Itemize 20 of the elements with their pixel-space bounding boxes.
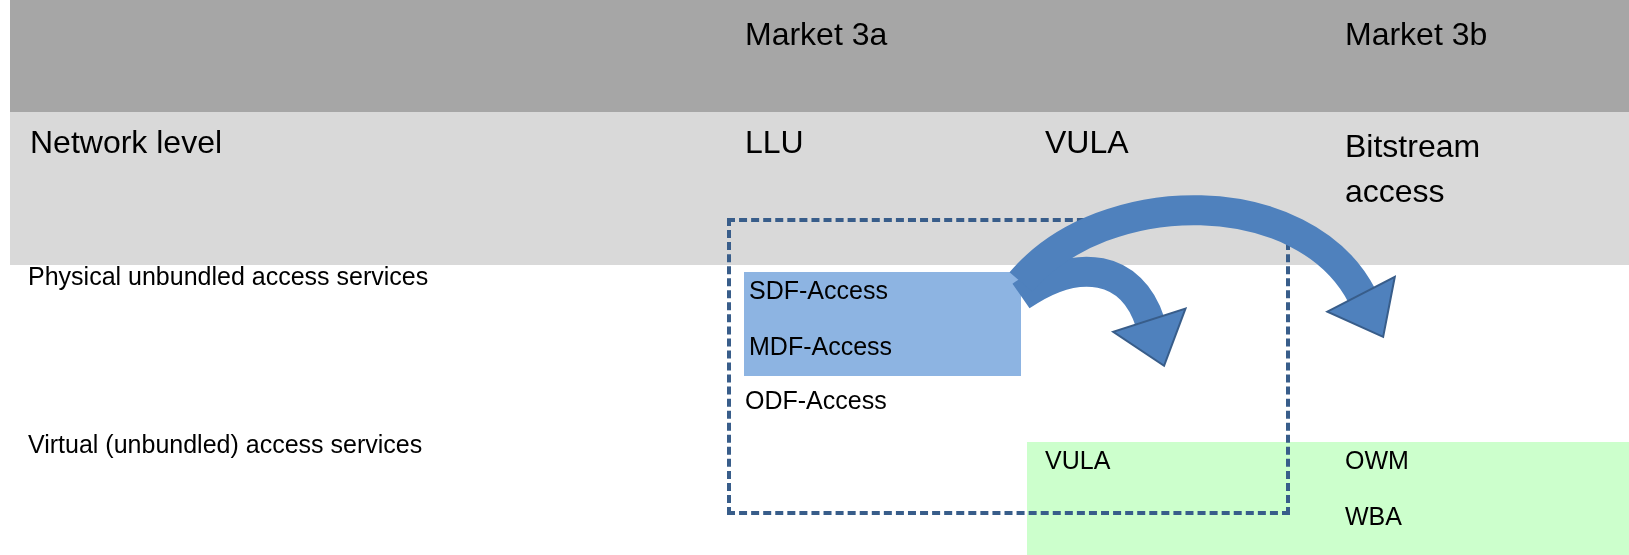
access-service-text: WBA [1345, 502, 1402, 531]
column-heading: VULA [1045, 124, 1129, 161]
column-heading: Market 3b [1345, 16, 1488, 53]
row-heading: Virtual (unbundled) access services [28, 430, 423, 459]
access-service-text: OWM [1345, 446, 1409, 475]
header-band [10, 112, 1629, 265]
highlight-box [1027, 442, 1629, 555]
row-heading: Physical unbundled access services [28, 262, 429, 291]
access-service-text: MDF-Access [749, 332, 893, 361]
row-heading: Network level [30, 124, 223, 161]
header-band [10, 0, 1629, 112]
curved-arrow [1013, 256, 1186, 366]
highlight-box [744, 272, 1021, 376]
curved-arrow [1010, 195, 1394, 336]
column-heading: Bitstream access [1345, 127, 1482, 211]
access-service-text: SDF-Access [749, 276, 888, 305]
access-service-text: ODF-Access [745, 386, 887, 415]
column-heading: LLU [745, 124, 804, 161]
column-heading: Market 3a [745, 16, 888, 53]
access-service-text: VULA [1045, 446, 1111, 475]
